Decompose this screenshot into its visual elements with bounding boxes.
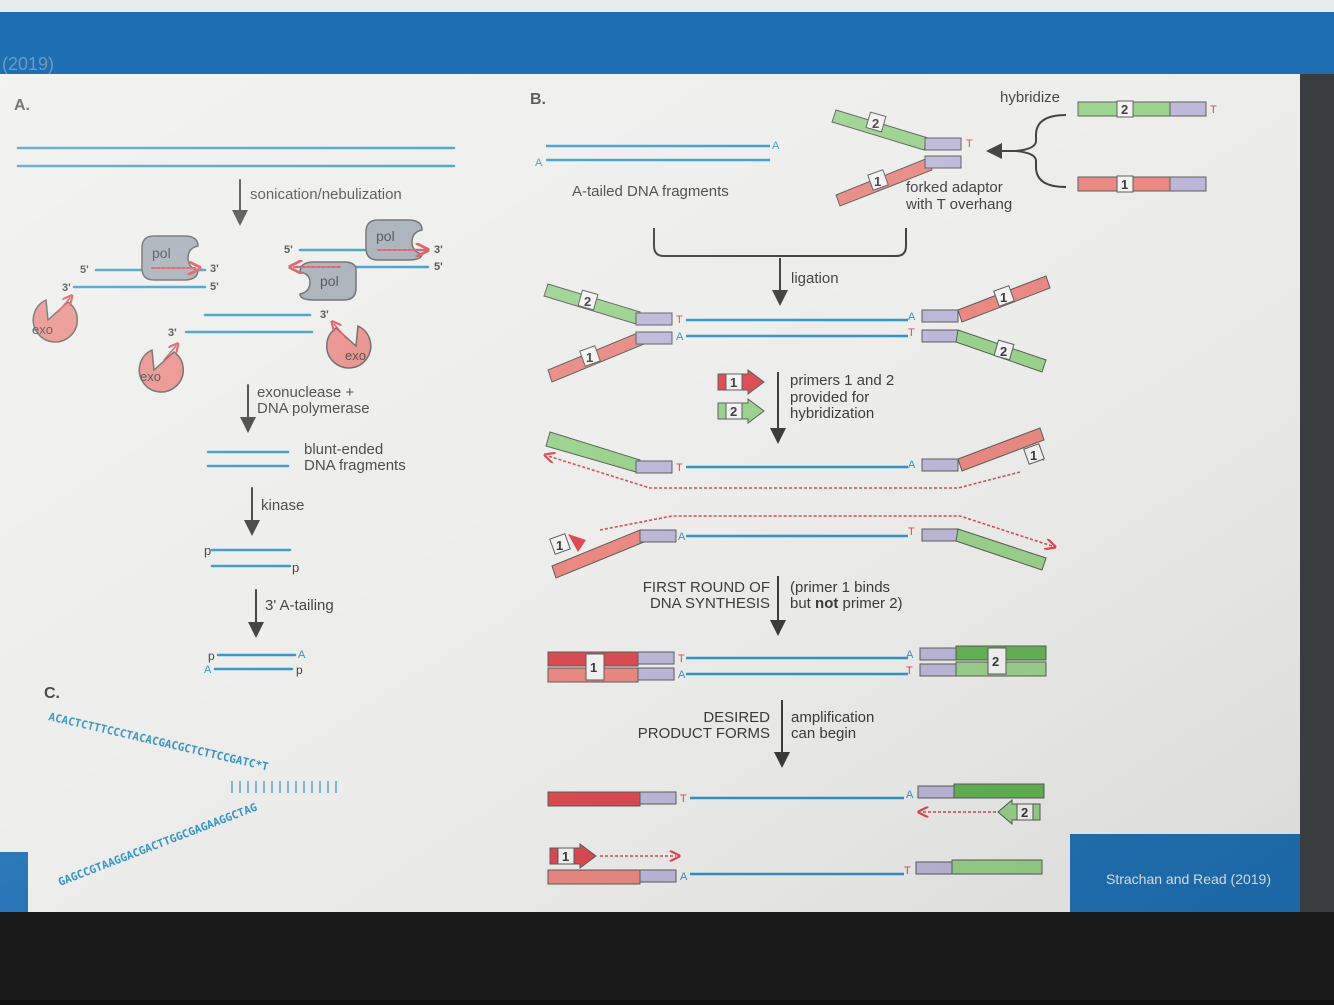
- base-label: A: [678, 531, 686, 543]
- base-label: A: [676, 331, 684, 343]
- slide-area: [0, 74, 1300, 914]
- base-label: A: [906, 649, 914, 661]
- adaptor-number: 1: [590, 660, 597, 675]
- end-label: 3': [168, 327, 177, 339]
- end-label: 3': [210, 263, 219, 275]
- base-label: T: [680, 793, 687, 805]
- year-label: (2019): [2, 54, 54, 74]
- primer-number: 1: [730, 375, 737, 390]
- panel-b-label: B.: [530, 91, 546, 108]
- adaptor-number: 2: [1000, 344, 1007, 359]
- header-bar: [0, 12, 1334, 74]
- footer-bar-left: [0, 852, 28, 912]
- step-label-sonication: sonication/nebulization: [250, 186, 402, 203]
- adaptor-number: 1: [874, 174, 881, 189]
- primer-number: 2: [730, 404, 737, 419]
- exo-label: exo: [140, 369, 161, 384]
- step-label-kinase: kinase: [261, 497, 304, 514]
- phosphate-label: p: [208, 649, 215, 663]
- primers-label: primers 1 and 2: [790, 372, 894, 389]
- top-strip: [0, 0, 1334, 12]
- a-tail-label: A: [535, 157, 543, 169]
- exo-label: exo: [32, 322, 53, 337]
- bezel-bottom: [0, 912, 1334, 1000]
- blunt-label: DNA fragments: [304, 457, 406, 474]
- credit-text: Strachan and Read (2019): [1106, 871, 1271, 887]
- amp-label: can begin: [791, 725, 856, 742]
- step-label-atail: 3' A-tailing: [265, 597, 334, 614]
- base-label: A: [680, 871, 688, 883]
- base-label: T: [906, 665, 913, 677]
- end-label: 3': [434, 244, 443, 256]
- base-label: T: [678, 653, 685, 665]
- end-label: 5': [284, 244, 293, 256]
- ligation-label: ligation: [791, 270, 839, 287]
- a-tail-label: A: [204, 664, 212, 676]
- adaptor-number: 2: [1121, 102, 1128, 117]
- first-round-label: FIRST ROUND OF: [643, 579, 770, 596]
- end-label: 5': [434, 261, 443, 273]
- binds-label-line2: but not primer 2): [790, 595, 903, 612]
- first-round-label: DNA SYNTHESIS: [650, 595, 770, 612]
- step-label-exo: DNA polymerase: [257, 400, 370, 417]
- end-label: 3': [62, 282, 71, 294]
- binds-label: (primer 1 binds: [790, 579, 890, 596]
- base-label: A: [906, 789, 914, 801]
- phosphate-label: p: [204, 543, 211, 558]
- panel-c-label: C.: [44, 685, 60, 702]
- t-overhang-label: T: [966, 138, 973, 150]
- panel-a-label: A.: [14, 97, 30, 114]
- base-label: A: [908, 311, 916, 323]
- hybridize-label: hybridize: [1000, 89, 1060, 106]
- t-overhang-label: T: [1210, 104, 1217, 116]
- base-label: A: [678, 669, 686, 681]
- atailed-label: A-tailed DNA fragments: [572, 183, 729, 200]
- base-label: T: [676, 314, 683, 326]
- base-label: T: [908, 526, 915, 538]
- adaptor-oligo-2: 2 T: [1077, 100, 1217, 118]
- primers-label: provided for: [790, 389, 869, 406]
- adaptor-number: 2: [584, 294, 591, 309]
- adaptor-number: 1: [586, 350, 593, 365]
- pol-label: pol: [152, 245, 171, 261]
- adaptor-oligo-1: 1: [1077, 175, 1207, 193]
- adaptor-number: 1: [1121, 177, 1128, 192]
- end-label: 3': [320, 309, 329, 321]
- adaptor-number: 2: [992, 654, 999, 669]
- a-tail-label: A: [298, 649, 306, 661]
- forked-label: forked adaptor: [906, 179, 1003, 196]
- base-label: T: [676, 462, 683, 474]
- primer-number: 1: [556, 538, 563, 553]
- primers-label: hybridization: [790, 405, 874, 422]
- primer-number: 1: [562, 849, 569, 864]
- primer-number: 1: [1030, 448, 1037, 463]
- base-label: A: [908, 459, 916, 471]
- desired-label: PRODUCT FORMS: [638, 725, 770, 742]
- exo-label: exo: [345, 348, 366, 363]
- blunt-label: blunt-ended: [304, 441, 383, 458]
- amp-label: amplification: [791, 709, 874, 726]
- base-label: T: [904, 865, 911, 877]
- pol-label: pol: [376, 228, 395, 244]
- end-label: 5': [210, 281, 219, 293]
- primer-number: 2: [1021, 805, 1028, 820]
- desired-label: DESIRED: [703, 709, 770, 726]
- end-label: 5': [80, 264, 89, 276]
- phosphate-label: p: [292, 560, 299, 575]
- pol-label: pol: [320, 273, 339, 289]
- step-label-exo: exonuclease +: [257, 384, 354, 401]
- adaptor-number: 2: [872, 116, 879, 131]
- bezel-right: [1300, 74, 1334, 914]
- a-tail-label: A: [772, 140, 780, 152]
- adaptor-number: 1: [1000, 290, 1007, 305]
- base-label: T: [908, 327, 915, 339]
- phosphate-label: p: [296, 663, 303, 677]
- forked-label: with T overhang: [905, 196, 1012, 213]
